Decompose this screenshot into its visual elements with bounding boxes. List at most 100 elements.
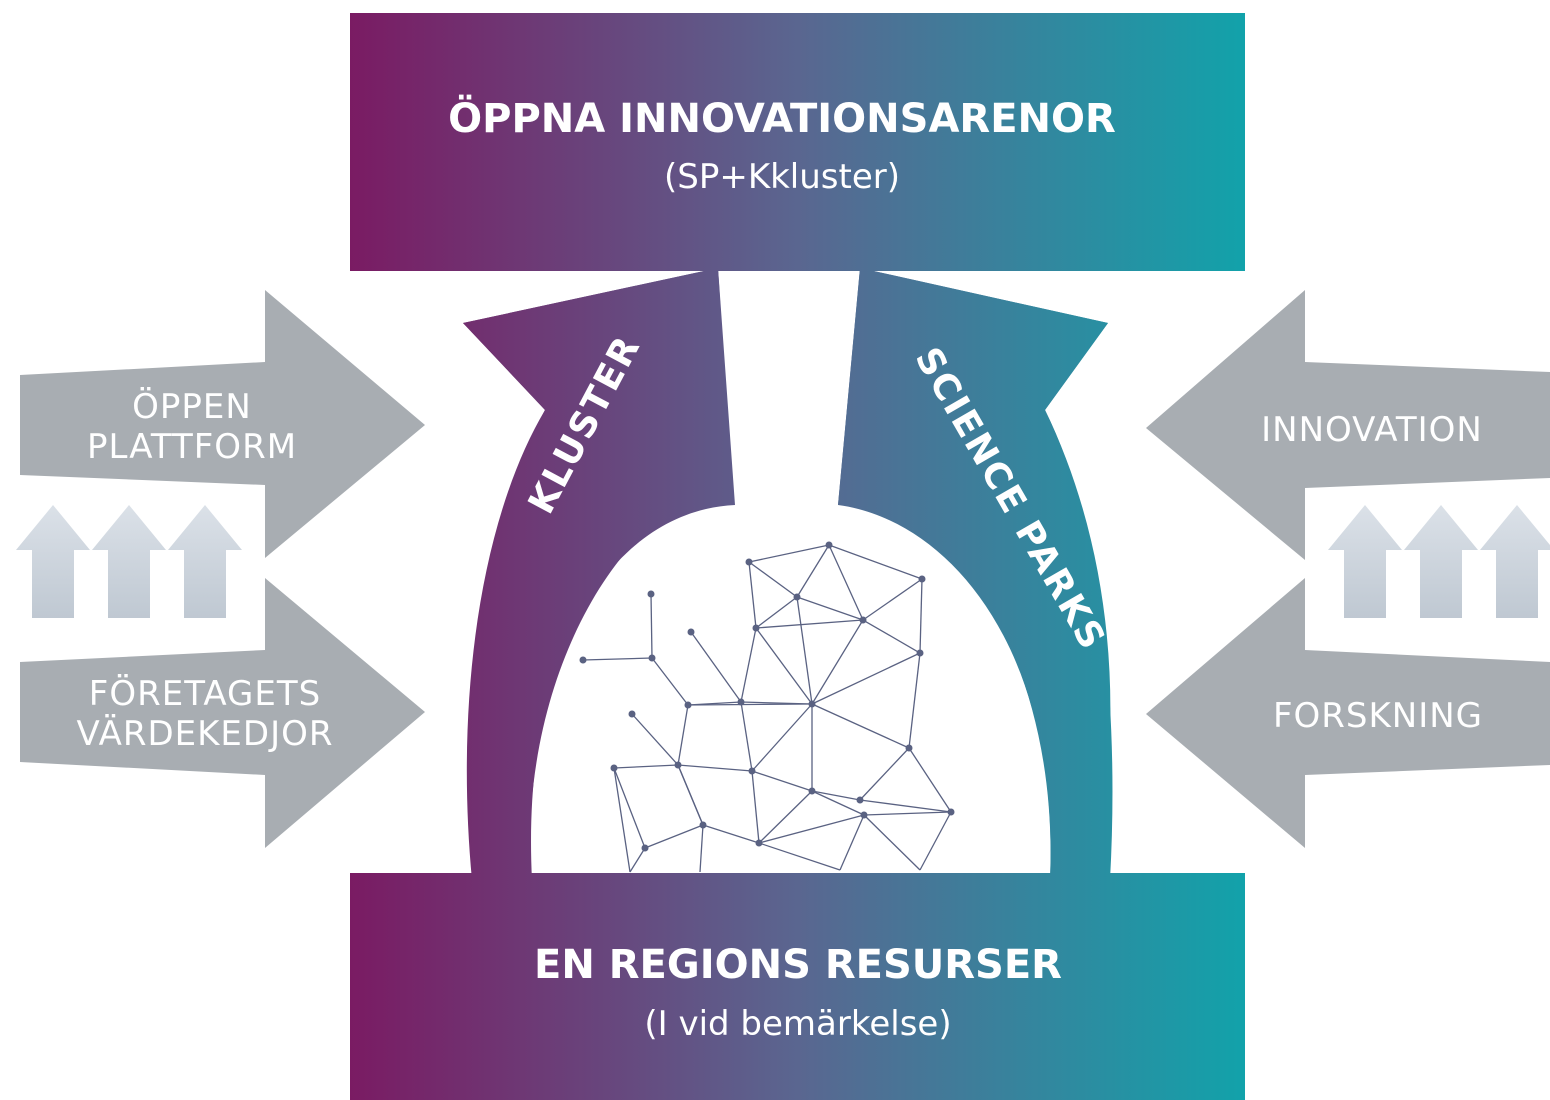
network-node	[825, 541, 833, 549]
network-edge	[908, 652, 921, 749]
network-edge	[582, 657, 653, 661]
network-edge	[863, 811, 952, 816]
network-node	[856, 796, 864, 804]
network-node	[647, 590, 655, 598]
right-arrow-research-label: FORSKNING	[1273, 696, 1483, 736]
network-edge	[631, 713, 679, 766]
network-edge	[758, 842, 841, 871]
network-node	[687, 628, 695, 636]
network-node	[748, 767, 756, 775]
network-node	[755, 839, 763, 847]
network-edge	[811, 619, 864, 705]
network-edge	[859, 747, 910, 801]
network-edge	[796, 596, 864, 621]
network-node	[648, 654, 656, 662]
left-small-up-arrows	[16, 505, 242, 618]
left-arrow-open-platform-line2: PLATTFORM	[87, 427, 297, 467]
network-edge	[796, 544, 830, 598]
network-edge	[644, 824, 704, 849]
network-edge	[740, 701, 753, 772]
network-node	[808, 787, 816, 795]
network-edge	[828, 544, 864, 621]
top-box-title: ÖPPNA INNOVATIONSARENOR	[448, 94, 1116, 142]
network-node	[947, 808, 955, 816]
network-edge	[811, 790, 861, 801]
network-node	[579, 656, 587, 664]
network-edge	[651, 657, 689, 706]
network-edge	[748, 544, 830, 563]
bottom-box-title: EN REGIONS RESURSER	[534, 942, 1062, 988]
network-edge	[755, 619, 864, 629]
network-edge	[702, 824, 760, 844]
network-edge	[748, 561, 798, 598]
network-edge	[919, 811, 952, 871]
network-edge	[758, 790, 813, 844]
network-edge	[748, 561, 757, 629]
left-arrow-value-chains-line1: FÖRETAGETS	[89, 673, 321, 714]
network-edge	[613, 767, 646, 849]
network-edge	[919, 578, 923, 654]
network-node	[745, 558, 753, 566]
left-arrow-value-chains-line2: VÄRDEKEDJOR	[76, 714, 333, 754]
network-node	[684, 701, 692, 709]
network-edge	[863, 814, 921, 871]
network-edge	[629, 847, 646, 873]
kluster-arrow	[463, 268, 735, 880]
network-edge	[613, 764, 679, 769]
network-edge	[751, 770, 813, 792]
network-node	[674, 761, 682, 769]
network-edge	[796, 596, 813, 705]
network-node	[808, 700, 816, 708]
network-node	[793, 593, 801, 601]
network-edge	[859, 799, 952, 813]
network-edge	[677, 764, 704, 826]
top-box-subtitle: (SP+Kkluster)	[664, 157, 900, 197]
network-edge	[862, 619, 921, 654]
network-node	[916, 649, 924, 657]
up-arrow-icon	[1404, 505, 1478, 618]
left-arrow-value-chains: FÖRETAGETS VÄRDEKEDJOR	[20, 578, 425, 848]
left-arrow-open-platform: ÖPPEN PLATTFORM	[20, 290, 425, 558]
right-arrow-innovation-label: INNOVATION	[1261, 410, 1483, 450]
up-arrow-icon	[1480, 505, 1550, 618]
network-edge	[758, 814, 865, 844]
network-edge	[613, 767, 631, 873]
network-edge	[862, 578, 923, 621]
network-edge	[828, 544, 923, 580]
up-arrow-icon	[16, 505, 90, 618]
bottom-box-subtitle: (I vid bemärkelse)	[644, 1004, 951, 1044]
up-arrow-icon	[1328, 505, 1402, 618]
network-edge	[751, 703, 813, 772]
network-node	[918, 575, 926, 583]
network-edge	[687, 703, 813, 706]
network-graph	[579, 541, 955, 873]
network-node	[860, 811, 868, 819]
network-edge	[740, 627, 757, 703]
network-edge	[811, 652, 921, 705]
network-node	[699, 821, 707, 829]
up-arrow-icon	[168, 505, 242, 618]
network-edge	[650, 593, 653, 659]
top-box: ÖPPNA INNOVATIONSARENOR (SP+Kkluster)	[350, 13, 1245, 271]
network-edge	[755, 596, 798, 629]
network-edge	[755, 627, 813, 705]
network-node	[610, 764, 618, 772]
network-node	[859, 616, 867, 624]
left-arrow-open-platform-line1: ÖPPEN	[132, 386, 252, 427]
right-arrow-research: FORSKNING	[1146, 578, 1550, 848]
network-node	[905, 744, 913, 752]
network-edge	[811, 790, 865, 816]
network-node	[752, 624, 760, 632]
network-edge	[908, 747, 952, 813]
network-edge	[811, 703, 910, 749]
network-edge	[751, 770, 760, 844]
network-edge	[839, 814, 865, 871]
network-node	[628, 710, 636, 718]
science-parks-arrow	[838, 268, 1113, 880]
network-edge	[677, 764, 753, 772]
network-edge	[699, 824, 704, 873]
right-small-up-arrows	[1328, 505, 1550, 618]
network-node	[641, 844, 649, 852]
right-arrow-innovation: INNOVATION	[1146, 290, 1550, 560]
